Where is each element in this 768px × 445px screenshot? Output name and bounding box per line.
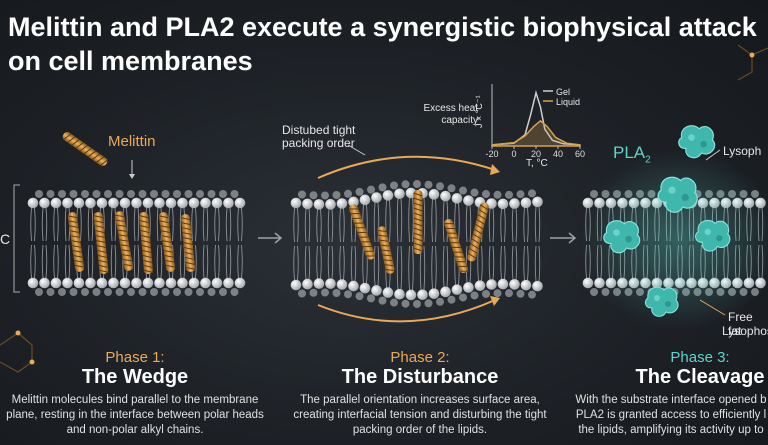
x-tick-2: 20 bbox=[531, 149, 541, 159]
helix-phase1-3 bbox=[138, 212, 154, 274]
x-tick-0: -20 bbox=[485, 149, 498, 159]
legend-liquid: Liquid bbox=[556, 97, 581, 107]
chart-xlabel: T, °C bbox=[526, 158, 548, 169]
heat-capacity-chart: -20 0 20 40 60 bbox=[485, 84, 585, 159]
phase-3-desc: With the substrate interface opened b PL… bbox=[575, 394, 767, 436]
melittin-helices bbox=[67, 190, 489, 274]
series-line-liquid bbox=[491, 119, 581, 147]
helix-phase1-0 bbox=[67, 212, 85, 272]
pla2-glow bbox=[580, 150, 768, 330]
helix-phase1-1 bbox=[93, 212, 109, 274]
phase-2-desc: The parallel orientation increases surfa… bbox=[293, 394, 547, 436]
bilayer-phase-1 bbox=[27, 190, 246, 296]
phase-2-number: Phase 2: bbox=[390, 349, 450, 366]
helix-phase2-1 bbox=[377, 226, 396, 274]
phase-1-desc: Melittin molecules bind parallel to the … bbox=[6, 394, 264, 436]
helix-phase2-4 bbox=[467, 202, 489, 262]
pla2-label: PLA2 bbox=[613, 143, 651, 166]
x-tick-3: 40 bbox=[553, 149, 563, 159]
incoming-melittin-helix bbox=[62, 131, 109, 167]
arrow-2-to-3 bbox=[550, 232, 577, 244]
free-fatty-label: Free fat bbox=[728, 310, 753, 338]
chart-yunit: J × °C⁻¹ bbox=[474, 95, 484, 128]
phase-3-name: The Cleavage bbox=[635, 366, 765, 388]
helix-phase2-2 bbox=[413, 190, 423, 254]
tension-arc-top bbox=[317, 155, 496, 179]
bilayer-phase-2 bbox=[290, 180, 543, 308]
left-edge-label: C bbox=[0, 231, 11, 247]
lyso-top-label: Lysoph bbox=[723, 144, 762, 158]
melittin-label: Melittin bbox=[108, 133, 156, 150]
tension-arc-bottom bbox=[317, 299, 496, 323]
layer-bracket bbox=[13, 184, 20, 293]
helix-phase2-3 bbox=[443, 219, 469, 273]
arrow-1-to-2 bbox=[258, 232, 283, 244]
phase-3-number: Phase 3: bbox=[670, 349, 730, 366]
phase-1-name: The Wedge bbox=[81, 366, 189, 388]
x-tick-4: 60 bbox=[575, 149, 585, 159]
molecule-decoration-right bbox=[737, 44, 768, 81]
helix-phase2-0 bbox=[348, 204, 376, 260]
pla2-enzyme-2 bbox=[603, 220, 641, 254]
disturbed-label: Distubed tight packing order bbox=[282, 123, 356, 150]
pla2-enzyme-0 bbox=[678, 125, 716, 159]
chart-ylabel: Excess heat capacity bbox=[423, 103, 478, 126]
helix-phase1-5 bbox=[180, 214, 196, 272]
pla2-enzyme-3 bbox=[695, 219, 731, 252]
phase-2-name: The Disturbance bbox=[341, 366, 499, 388]
pla2-enzymes bbox=[603, 125, 731, 317]
x-tick-1: 0 bbox=[511, 149, 516, 159]
disturbed-pointer bbox=[347, 144, 366, 156]
helix-phase1-2 bbox=[114, 211, 134, 271]
legend-gel: Gel bbox=[556, 87, 571, 97]
page-title: Melittin and PLA2 execute a synergistic … bbox=[8, 12, 757, 76]
phase-1-number: Phase 1: bbox=[105, 349, 165, 366]
molecule-decoration bbox=[0, 330, 35, 373]
pla2-enzyme-4 bbox=[644, 286, 679, 317]
lyso-bottom-label: Lysophos bbox=[722, 324, 768, 338]
pla2-enzyme-1 bbox=[657, 176, 698, 213]
helix-phase1-4 bbox=[158, 212, 176, 272]
